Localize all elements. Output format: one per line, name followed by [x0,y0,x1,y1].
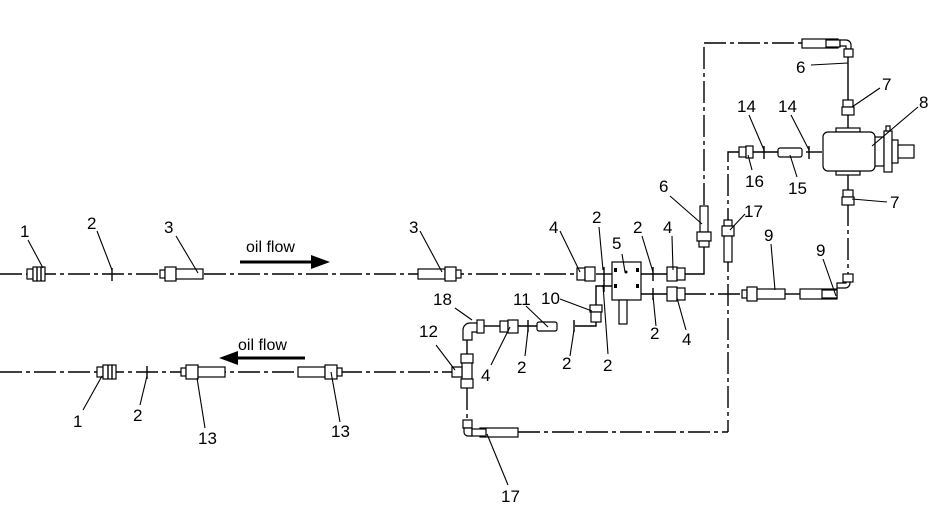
adapter-16 [738,145,754,159]
callout-12: 12 [419,322,438,341]
quick-coupler-1-upper [26,266,46,282]
callout-2: 2 [650,324,659,343]
callout-9: 9 [816,241,825,260]
callout-1: 1 [73,412,82,431]
callout-17: 17 [744,202,763,221]
callout-8: 8 [919,93,928,112]
callout-2: 2 [87,214,96,233]
callout-3: 3 [409,218,418,237]
callout-7: 7 [890,193,899,212]
tee-12 [451,353,474,389]
adapter-4-c [666,286,686,302]
adapter-4-d [499,319,519,334]
callout-15: 15 [788,179,807,198]
callout-11: 11 [513,290,531,309]
quick-coupler-1-lower [96,364,117,380]
callout-1: 1 [20,222,29,241]
callout-10: 10 [541,289,560,308]
oil-flow-label-upper: oil flow [246,239,295,256]
callout-4: 4 [663,218,672,237]
callout-9: 9 [764,226,773,245]
hose-fitting-6-top [801,38,854,58]
hose-fitting-13-left [180,364,226,380]
callout-13: 13 [198,429,217,448]
adapter-7-top [841,99,855,116]
hose-fitting-9-right [799,273,854,300]
elbow-18 [462,319,485,341]
callout-14: 14 [778,97,797,116]
callout-7: 7 [882,75,891,94]
adapter-7-bottom [841,189,855,206]
callout-4: 4 [549,218,558,237]
callout-13: 13 [331,422,350,441]
callout-5: 5 [612,234,621,253]
callout-2: 2 [517,358,526,377]
hose-fitting-17-lower [462,419,519,438]
oil-flow-label-lower: oil flow [238,337,287,354]
callout-4: 4 [481,366,490,385]
adapter-10 [589,304,603,323]
callout-6: 6 [796,58,805,77]
hose-fitting-9-left [741,286,786,302]
fitting-15 [777,147,803,158]
callout-3: 3 [164,218,173,237]
adapter-4-b [666,266,686,282]
callout-2: 2 [603,356,612,375]
callout-6: 6 [659,177,668,196]
adapter-4-a [576,266,596,282]
drain-line-upper [727,151,740,222]
callout-14: 14 [737,97,756,116]
callout-4: 4 [682,330,691,349]
pipe-t-port [595,285,612,305]
callout-2: 2 [562,354,571,373]
pipe-to-11 [575,322,597,327]
hose-fitting-6-vertical [696,205,712,248]
leader-lines [27,62,919,486]
hose-fitting-3-left [159,266,204,282]
hydraulic-motor-8 [822,125,915,176]
oil-flow-arrow-right [240,255,330,269]
callout-16: 16 [745,172,764,191]
hose-fitting-17-upper [721,219,735,263]
callout-17: 17 [501,487,520,506]
callout-2: 2 [592,208,601,227]
hose-fitting-13-right [297,364,343,380]
valve-block-5 [611,261,642,325]
callout-2: 2 [633,218,642,237]
hose-fitting-3-right [417,266,462,282]
oil-flow-arrow-left [219,351,305,365]
callout-2: 2 [133,406,142,425]
pipe-to-hose-6 [684,245,705,275]
callout-18: 18 [433,290,452,309]
